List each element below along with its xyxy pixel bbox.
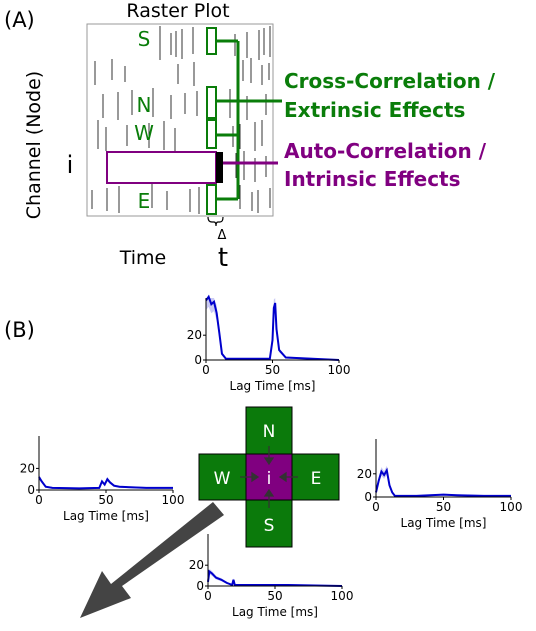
x-axis-label: Lag Time [ms] bbox=[401, 516, 487, 530]
y-tick-label: 0 bbox=[27, 483, 35, 497]
y-tick-label: 20 bbox=[357, 467, 372, 481]
row-label-n: N bbox=[137, 93, 152, 117]
raster-xlabel: Time bbox=[119, 247, 167, 269]
auto-label-line2: Intrinsic Effects bbox=[284, 167, 461, 191]
y-tick-label: 20 bbox=[189, 558, 204, 572]
x-axis-label: Lag Time [ms] bbox=[232, 605, 318, 619]
x-tick-label: 50 bbox=[267, 589, 282, 603]
row-label-w: W bbox=[134, 121, 154, 145]
x-axis-label: Lag Time [ms] bbox=[63, 509, 149, 523]
node-i-label: i bbox=[267, 469, 272, 489]
x-tick-label: 50 bbox=[265, 363, 280, 377]
direction-arrow bbox=[80, 502, 224, 618]
node-w-label: W bbox=[214, 469, 231, 489]
reference-spike bbox=[216, 152, 223, 183]
y-tick-label: 20 bbox=[187, 328, 202, 342]
raster-title: Raster Plot bbox=[126, 0, 229, 22]
correlation-line bbox=[38, 476, 173, 490]
correlation-line bbox=[207, 569, 343, 587]
x-tick-label: 0 bbox=[202, 363, 210, 377]
x-tick-label: 100 bbox=[500, 500, 523, 514]
node-n bbox=[245, 406, 293, 455]
cross-label-line1: Cross-Correlation / bbox=[284, 69, 496, 93]
x-tick-label: 100 bbox=[328, 363, 351, 377]
confidence-band bbox=[376, 465, 511, 497]
y-tick-label: 0 bbox=[196, 579, 204, 593]
node-s-label: S bbox=[264, 516, 275, 536]
delta-brace bbox=[207, 216, 224, 227]
correlation-line bbox=[205, 294, 340, 361]
y-tick-label: 0 bbox=[364, 490, 372, 504]
node-w bbox=[198, 453, 247, 501]
x-tick-label: 0 bbox=[204, 589, 212, 603]
node-arrows bbox=[240, 446, 298, 508]
panel-a-label: (A) bbox=[4, 8, 35, 32]
delta-label: Δ bbox=[218, 228, 227, 243]
cross-label-line2: Extrinsic Effects bbox=[284, 98, 465, 122]
y-tick-label: 0 bbox=[194, 353, 202, 367]
time-t-label: t bbox=[218, 243, 228, 273]
correlation-line bbox=[375, 467, 511, 497]
x-tick-label: 50 bbox=[98, 493, 113, 507]
x-tick-label: 50 bbox=[436, 500, 451, 514]
node-e-label: E bbox=[311, 469, 322, 489]
row-label-e: E bbox=[138, 189, 151, 213]
x-axis-label: Lag Time [ms] bbox=[230, 379, 316, 393]
raster-frame bbox=[86, 23, 274, 217]
x-tick-label: 0 bbox=[35, 493, 43, 507]
x-tick-label: 0 bbox=[372, 500, 380, 514]
panel-b-label: (B) bbox=[4, 318, 35, 342]
x-tick-label: 100 bbox=[331, 589, 354, 603]
row-label-i: i bbox=[67, 151, 74, 179]
row-label-s: S bbox=[138, 27, 151, 51]
x-tick-label: 100 bbox=[162, 493, 185, 507]
raster-ylabel: Channel (Node) bbox=[23, 71, 45, 219]
spike-trains bbox=[91, 26, 271, 214]
panel-a: (A) Raster Plot Channel (Node) Time i S … bbox=[4, 0, 496, 273]
y-tick-label: 20 bbox=[20, 461, 35, 475]
node-e bbox=[291, 453, 340, 501]
node-n-label: N bbox=[263, 422, 276, 442]
cross-bracket bbox=[216, 39, 282, 201]
auto-label-line1: Auto-Correlation / bbox=[284, 139, 487, 163]
